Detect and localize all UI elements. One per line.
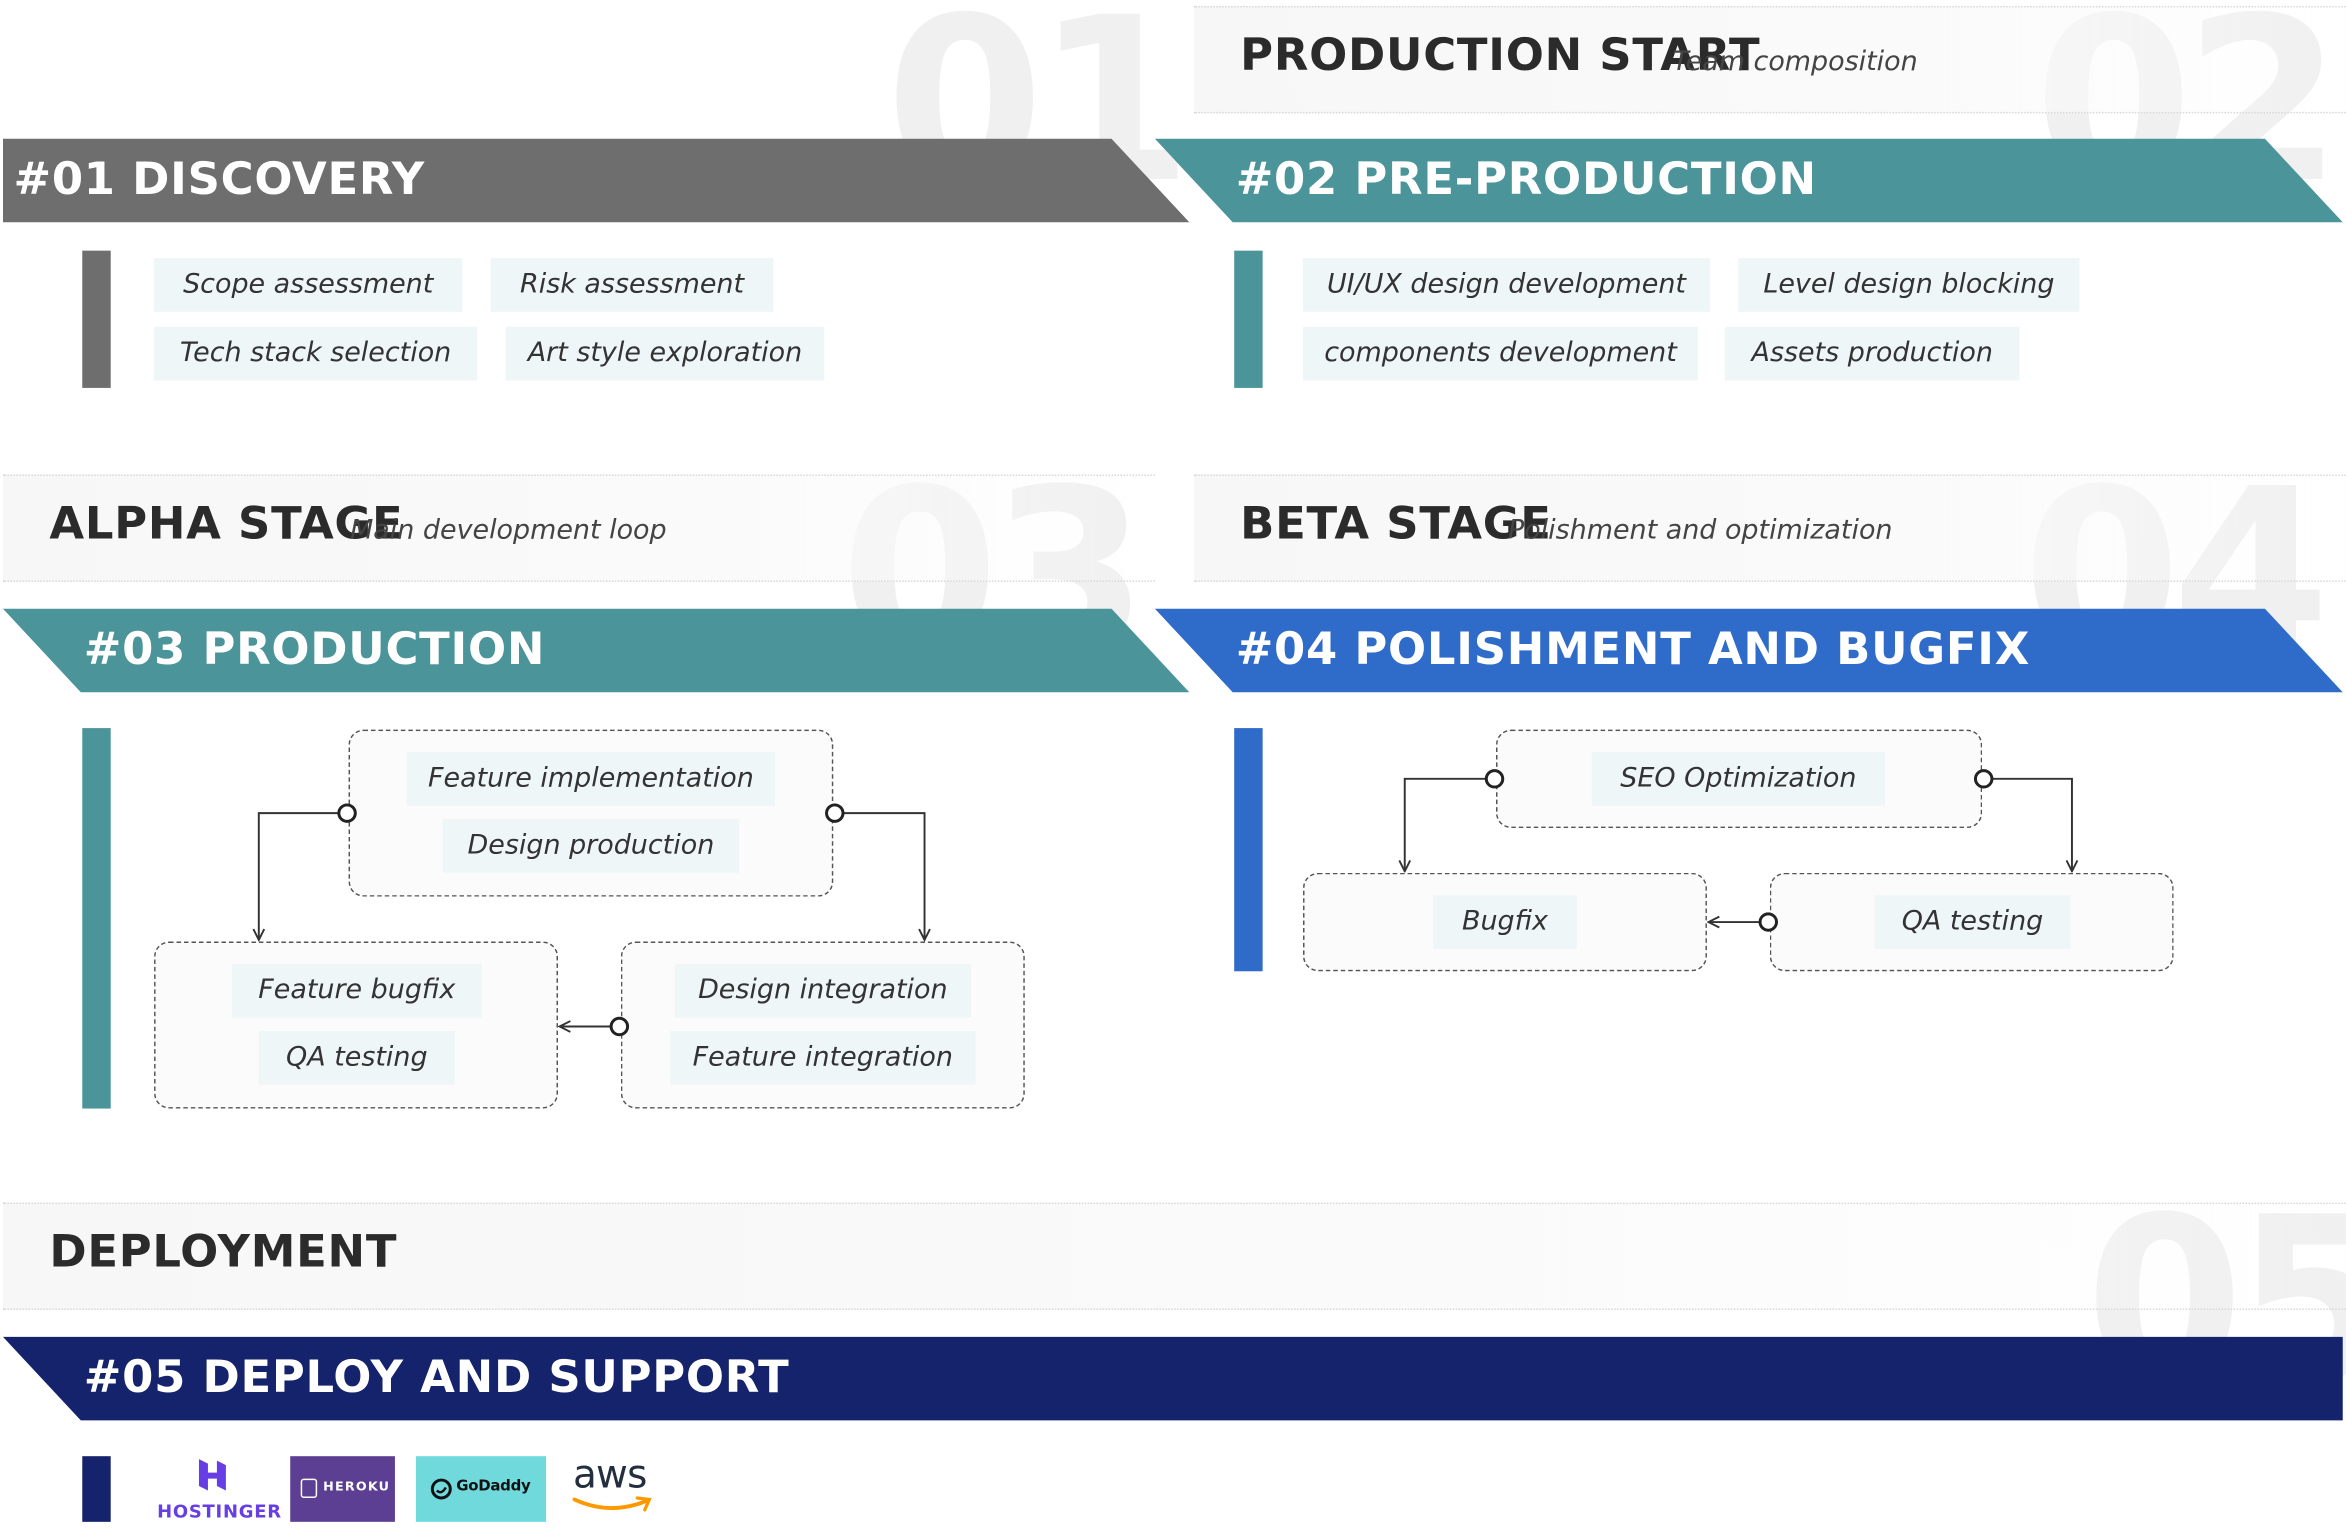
production-item: Design integration: [674, 963, 971, 1018]
deploy-accent-bar: [82, 1456, 111, 1522]
polishment-item: SEO Optimization: [1591, 751, 1885, 806]
godaddy-logo[interactable]: GoDaddy: [415, 1456, 547, 1522]
production-start-title: PRODUCTION START: [1240, 29, 1761, 83]
production-label: #03 PRODUCTION: [83, 623, 546, 676]
production-item: Feature bugfix: [231, 963, 482, 1018]
production-start-subtitle: Team composition: [1672, 46, 1918, 78]
deploy-label: #05 DEPLOY AND SUPPORT: [83, 1351, 790, 1404]
connector-seo-to-bugfix: [1405, 777, 1495, 872]
production-item: Feature implementation: [406, 751, 775, 806]
production-item: Design production: [442, 819, 740, 873]
discovery-item: Scope assessment: [154, 258, 463, 312]
pre-production-accent-bar: [1234, 250, 1263, 388]
production-item: QA testing: [258, 1030, 455, 1085]
beta-stage-subtitle: Polishment and optimization: [1507, 514, 1893, 547]
production-item: Feature integration: [670, 1030, 976, 1085]
hostinger-logo[interactable]: HOSTINGER: [151, 1453, 281, 1525]
alpha-stage-band: [2, 474, 1155, 582]
ribbon-discovery: [2, 138, 1190, 223]
alpha-stage-subtitle: Main development loop: [350, 514, 667, 547]
discovery-item: Tech stack selection: [154, 326, 478, 381]
pre-production-item: Assets production: [1724, 326, 2020, 381]
deployment-band: [2, 1202, 2346, 1310]
deployment-title: DEPLOYMENT: [49, 1226, 398, 1279]
pre-production-label: #02 PRE-PRODUCTION: [1235, 153, 1817, 206]
polishment-item: QA testing: [1874, 895, 2071, 949]
discovery-item: Risk assessment: [490, 258, 774, 312]
heroku-h-icon: [300, 1478, 318, 1498]
hostinger-h-icon: [198, 1459, 226, 1491]
ribbon-polishment: [1154, 608, 2343, 693]
ribbon-pre-production: [1154, 138, 2343, 223]
heroku-logo[interactable]: HEROKU: [290, 1456, 395, 1522]
production-accent-bar: [82, 728, 111, 1109]
hostinger-wordmark: HOSTINGER: [157, 1500, 282, 1522]
polishment-item: Bugfix: [1433, 895, 1577, 949]
connector-top-to-left: [259, 812, 348, 940]
aws-smile-icon: [572, 1496, 652, 1512]
polishment-label: #04 POLISHMENT AND BUGFIX: [1235, 623, 2031, 676]
aws-logo[interactable]: aws: [565, 1453, 658, 1522]
pre-production-item: UI/UX design development: [1303, 258, 1710, 312]
aws-wordmark: aws: [572, 1453, 647, 1498]
beta-stage-band: [1193, 474, 2346, 582]
godaddy-wordmark: GoDaddy: [456, 1478, 531, 1495]
alpha-stage-title: ALPHA STAGE: [49, 498, 404, 551]
ribbon-deploy: [2, 1336, 2343, 1421]
pre-production-item: Level design blocking: [1738, 258, 2080, 312]
heroku-wordmark: HEROKU: [323, 1480, 391, 1495]
beta-stage-title: BETA STAGE: [1240, 498, 1552, 551]
ribbon-production: [2, 608, 1190, 693]
godaddy-icon: [430, 1478, 452, 1500]
discovery-accent-bar: [82, 250, 111, 388]
pre-production-item: components development: [1303, 326, 1698, 381]
discovery-item: Art style exploration: [505, 326, 825, 381]
connector-top-to-right: [834, 812, 925, 940]
connector-seo-to-qa: [1983, 777, 2072, 872]
polishment-accent-bar: [1234, 728, 1263, 972]
production-start-band: [1193, 5, 2346, 114]
discovery-label: #01 DISCOVERY: [13, 153, 426, 206]
